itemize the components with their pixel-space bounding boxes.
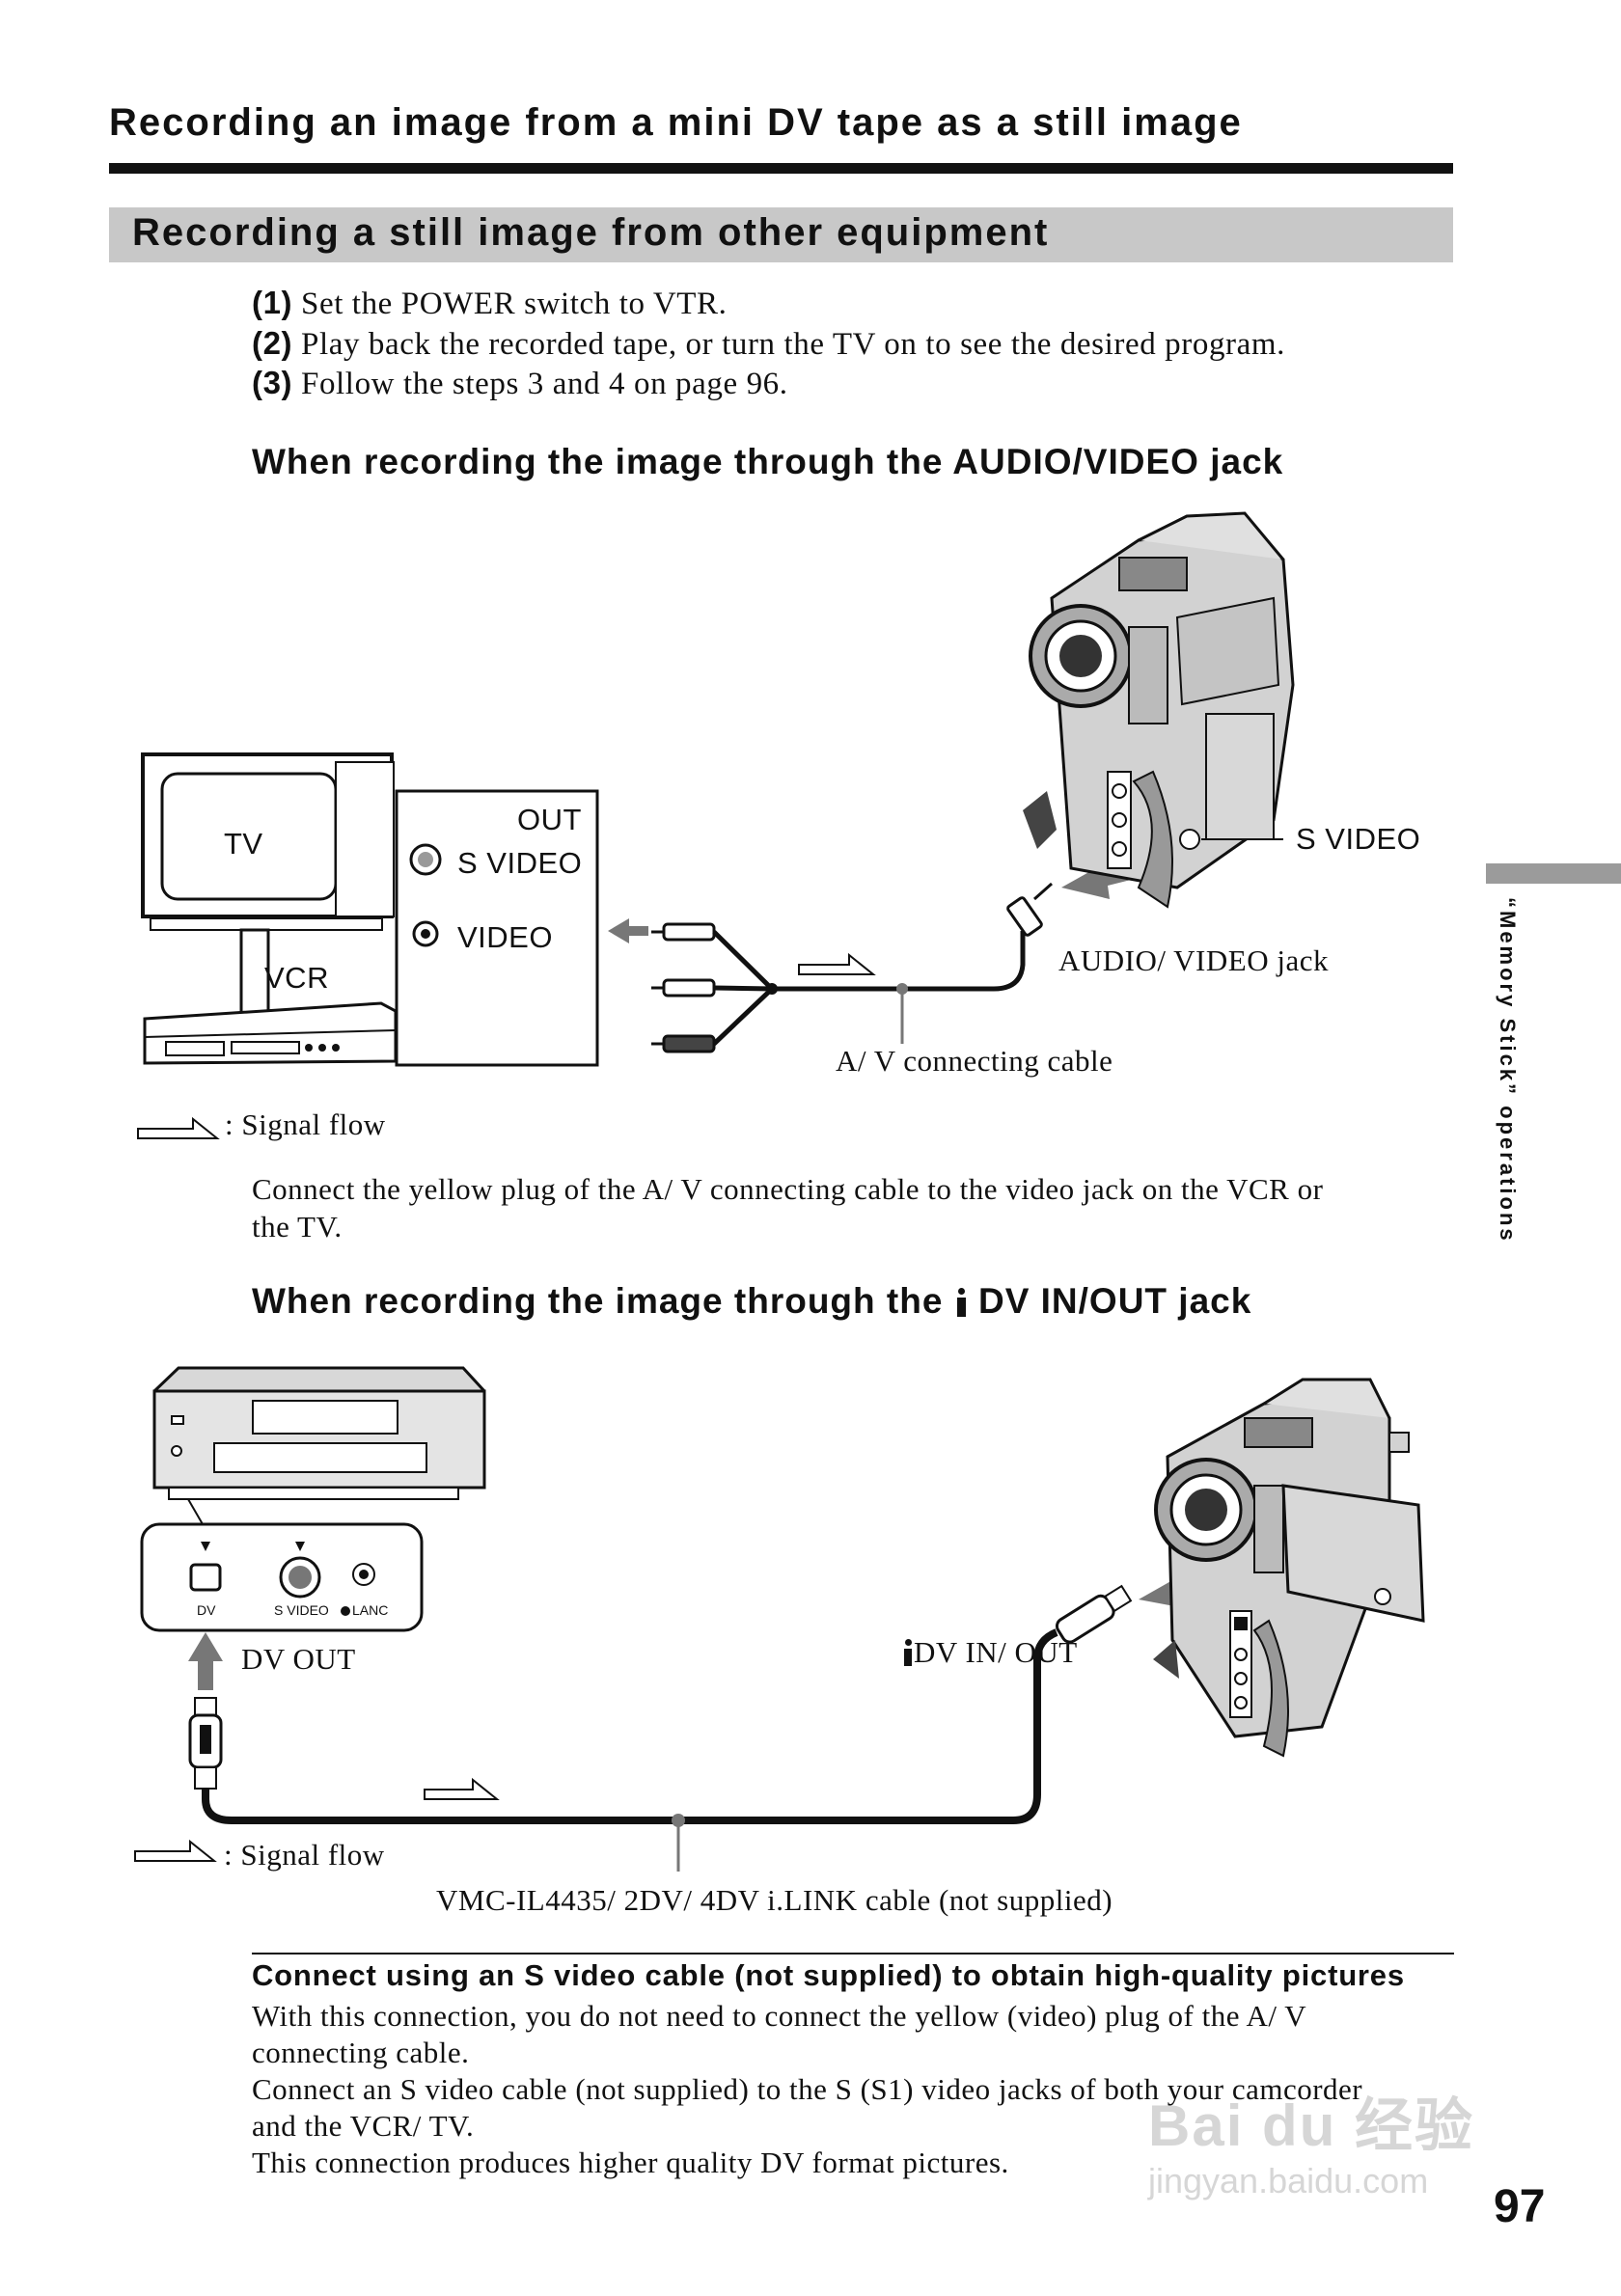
s-video-jack-icon [409, 843, 442, 876]
gray-arrow-up-icon [188, 1632, 223, 1690]
av-section-heading: When recording the image through the AUD… [252, 442, 1284, 481]
dv-deck-illustration [152, 1366, 486, 1500]
av-note-line-2: the TV. [252, 1210, 343, 1244]
dv-section-heading: When recording the image through the DV … [252, 1281, 1251, 1322]
ilink-cable-label: VMC-IL4435/ 2DV/ 4DV i.LINK cable (not s… [436, 1883, 1113, 1917]
out-label: OUT [517, 803, 582, 836]
baidu-watermark: Bai du 经验 [1148, 2093, 1475, 2158]
dv-jack-label: DV [197, 1602, 216, 1618]
rca-plug-white [651, 978, 716, 998]
video-jack-icon [412, 920, 439, 947]
note-title: Connect using an S video cable (not supp… [252, 1958, 1405, 1992]
ilink-cable [202, 1628, 1058, 1824]
camcorder-illustration [1023, 511, 1295, 909]
av-connection-diagram [137, 511, 1295, 1139]
video-label: VIDEO [457, 920, 553, 954]
signal-flow-legend-label: : Signal flow [224, 1838, 385, 1872]
av-cable-label: A/ V connecting cable [836, 1044, 1113, 1078]
tv-label: TV [224, 827, 263, 861]
side-tab-text: “Memory Stick” operations [1496, 897, 1520, 1244]
dv-in-out-text: DV IN/ OUT [914, 1635, 1078, 1669]
section-bar [109, 207, 1453, 262]
av-cable [772, 931, 1026, 992]
step-text: Play back the recorded tape, or turn the… [292, 327, 1286, 362]
dv-plug-icon [188, 1697, 223, 1790]
step-text: Follow the steps 3 and 4 on page 96. [292, 367, 788, 401]
vcr-illustration [143, 1001, 398, 1065]
gray-arrow-icon [1061, 861, 1131, 899]
signal-flow-arrow-icon [424, 1777, 500, 1800]
page-number: 97 [1494, 2181, 1546, 2232]
rca-plug-red [651, 1034, 716, 1053]
note-line: Connect an S video cable (not supplied) … [252, 2072, 1363, 2106]
dv-in-out-label: DV IN/ OUT [902, 1635, 1078, 1670]
s-video-jack-label: S VIDEO [274, 1602, 329, 1618]
step-1: (1) Set the POWER switch to VTR. [252, 285, 728, 322]
signal-flow-legend-icon [137, 1116, 220, 1139]
side-tab-label: “Memory Stick” operations [1486, 897, 1525, 1264]
heading-rule [109, 163, 1453, 174]
step-number: (3) [252, 365, 293, 400]
note-line: connecting cable. [252, 2036, 470, 2069]
ilink-icon [954, 1288, 968, 1317]
step-number: (2) [252, 325, 293, 361]
dv-connection-diagram [134, 1366, 1425, 1872]
s-video-camcorder-label: S VIDEO [1296, 822, 1421, 856]
step-2: (2) Play back the recorded tape, or turn… [252, 325, 1285, 363]
note-line: This connection produces higher quality … [252, 2146, 1009, 2179]
note-line: With this connection, you do not need to… [252, 1999, 1307, 2033]
step-3: (3) Follow the steps 3 and 4 on page 96. [252, 365, 788, 402]
section-title: Recording a still image from other equip… [132, 211, 1050, 254]
step-number: (1) [252, 285, 293, 320]
gray-arrow-icon [608, 918, 648, 943]
note-line: and the VCR/ TV. [252, 2109, 475, 2143]
camcorder-illustration [1153, 1378, 1425, 1758]
dv-plug-icon [1055, 1584, 1133, 1644]
page-heading: Recording an image from a mini DV tape a… [109, 101, 1243, 144]
mini-plug-icon [1006, 882, 1053, 937]
dv-jack-icon [189, 1563, 222, 1592]
lanc-jack-label: LANC [341, 1602, 388, 1618]
dv-heading-text-end: DV IN/OUT jack [967, 1281, 1252, 1321]
signal-flow-arrow-icon [798, 952, 876, 975]
dv-heading-text: When recording the image through the [252, 1281, 954, 1321]
av-note-line-1: Connect the yellow plug of the A/ V conn… [252, 1172, 1324, 1206]
signal-flow-legend-label: : Signal flow [225, 1107, 386, 1141]
baidu-watermark-url: jingyan.baidu.com [1148, 2161, 1429, 2200]
rca-plug-yellow [651, 922, 716, 942]
lanc-jack-icon [352, 1563, 375, 1586]
tv-illustration [141, 752, 395, 931]
vcr-label: VCR [264, 961, 329, 995]
lanc-icon [341, 1606, 350, 1616]
av-jack-label: AUDIO/ VIDEO jack [1058, 943, 1329, 977]
note-rule [252, 1953, 1454, 1954]
side-tab-bar [1486, 863, 1621, 884]
signal-flow-legend-icon [134, 1839, 217, 1862]
dv-out-label: DV OUT [241, 1642, 356, 1676]
s-video-jack-icon [279, 1556, 321, 1599]
lanc-label-text: LANC [352, 1602, 389, 1618]
step-text: Set the POWER switch to VTR. [292, 287, 728, 321]
ilink-icon [902, 1639, 914, 1666]
s-video-out-label: S VIDEO [457, 846, 583, 880]
